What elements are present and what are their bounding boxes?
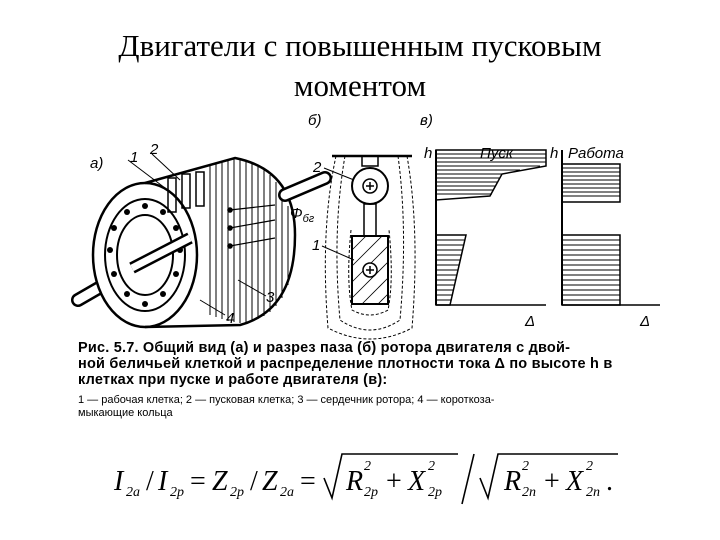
flux-sub: бг [303,213,315,225]
label-work: Работа [568,145,624,162]
title-line-1: Двигатели с повышенным пусковым [118,28,602,63]
sqrt-sign-2 [479,453,618,501]
label-flux: Φбг [290,205,315,225]
label-delta-work: Δ [639,313,650,330]
f-big-slash [461,453,475,505]
f-sub-2a-2: 2а [280,485,294,500]
f-R1: R [345,466,363,497]
f-eq-2: = [300,466,316,497]
legend-line-2: мыкающие кольца [78,407,173,419]
label-num-1: 1 [130,149,138,166]
f-plus-1: + [386,466,402,497]
f-slash-1: / [146,466,154,497]
f-slash-2: / [250,466,258,497]
f-sub-2p-2: 2р [230,485,244,500]
panel-c-density: в) h Пус [420,112,660,330]
f-X2: X [565,466,584,497]
caption-line-1: Рис. 5.7. Общий вид (а) и разрез паза (б… [78,340,571,356]
f-dot: . [606,466,613,497]
legend-line-1: 1 — рабочая клетка; 2 — пусковая клетка;… [78,394,495,406]
panel-a-rotor: а) 1 2 3 4 Φбг [71,141,332,329]
label-panel-b: б) [308,112,321,129]
f-sub-R2: 2п [522,485,536,500]
f-sup-R2: 2 [522,459,529,474]
formula: I 2а / I 2р = Z 2р / Z 2а = R 2 2р + X 2… [113,453,618,505]
f-sub-2a-1: 2а [126,485,140,500]
f-sup-X1: 2 [428,459,435,474]
f-sub-R1: 2р [364,485,378,500]
label-start: Пуск [480,145,514,162]
f-Z1: Z [212,466,228,497]
label-h-start: h [424,145,432,162]
figure-legend: 1 — рабочая клетка; 2 — пусковая клетка;… [78,394,678,420]
f-sup-X2: 2 [586,459,593,474]
f-I1: I [113,466,125,497]
label-delta-start: Δ [524,313,535,330]
f-sub-X2: 2п [586,485,600,500]
label-slot-2: 2 [312,159,322,176]
label-num-4: 4 [226,310,234,327]
caption-line-3: клетках при пуске и работе двигателя (в)… [78,372,388,388]
caption-line-2: ной беличьей клеткой и распределение пло… [78,356,613,372]
label-num-3: 3 [266,289,275,306]
slide-title: Двигатели с повышенным пусковым моментом [40,26,680,106]
figure-caption: Рис. 5.7. Общий вид (а) и разрез паза (б… [78,340,678,388]
f-Z2: Z [262,466,278,497]
label-panel-c: в) [420,112,433,129]
rotor-figure: а) 1 2 3 4 Φбг б) [71,112,660,340]
f-sub-X1: 2р [428,485,442,500]
f-I2: I [157,466,169,497]
f-sub-2p-1: 2р [170,485,184,500]
f-sup-R1: 2 [364,459,371,474]
f-eq-1: = [190,466,206,497]
title-line-2: моментом [293,68,427,103]
f-X1: X [407,466,426,497]
label-num-2: 2 [149,141,159,158]
f-plus-2: + [544,466,560,497]
label-panel-a: а) [90,155,103,172]
sqrt-sign-1 [323,453,458,501]
label-slot-1: 1 [312,237,320,254]
label-h-work: h [550,145,558,162]
panel-b-slot: б) 2 [308,112,416,340]
flux-symbol: Φ [290,205,303,222]
f-R2: R [503,466,521,497]
